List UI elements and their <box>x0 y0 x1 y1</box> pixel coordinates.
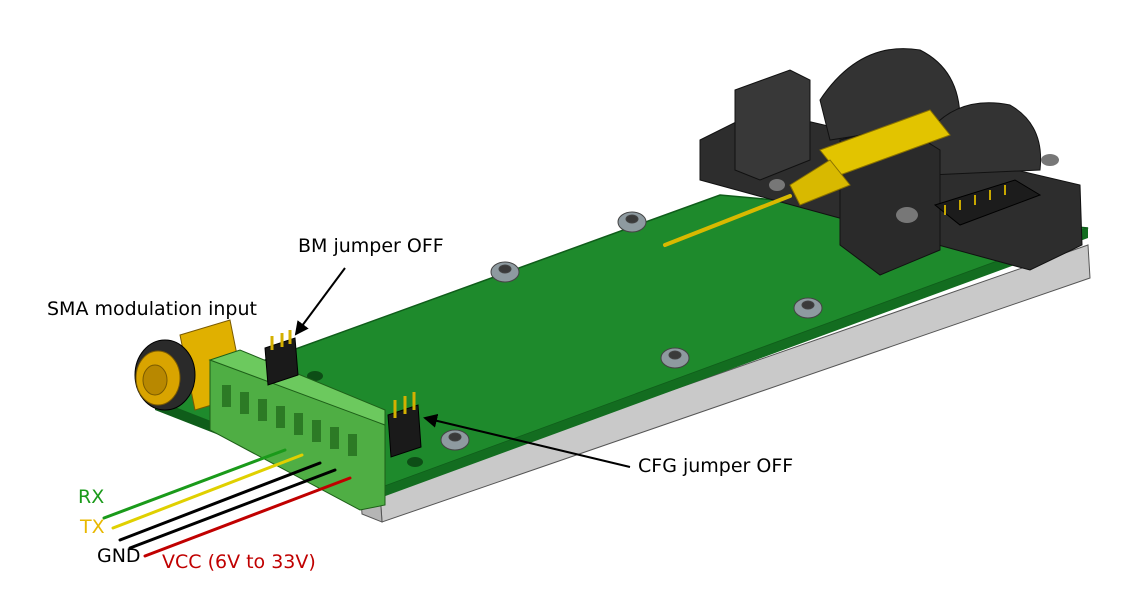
bm-jumper-label: BM jumper OFF <box>298 235 444 257</box>
vcc-label: VCC (6V to 33V) <box>162 551 316 573</box>
bm-arrow <box>294 267 346 336</box>
rx-label: RX <box>78 486 105 508</box>
rx-wire <box>102 448 287 520</box>
tx-wire <box>111 453 304 530</box>
vcc-wire <box>143 476 352 558</box>
terminal-block <box>208 349 386 511</box>
wires <box>102 448 352 558</box>
cfg-jumper-header <box>387 392 422 458</box>
gnd-label: GND <box>97 545 141 567</box>
gnd-wire <box>118 461 322 542</box>
laser-diode <box>663 109 951 247</box>
gnd-wire-2 <box>128 468 337 550</box>
tx-label: TX <box>80 516 105 538</box>
laser-holder <box>699 48 1083 276</box>
bm-jumper-header <box>264 330 299 386</box>
callout-arrows <box>294 267 631 468</box>
sma-input-label: SMA modulation input <box>47 298 257 320</box>
cfg-jumper-label: CFG jumper OFF <box>638 455 794 477</box>
mounting-screws <box>440 211 823 451</box>
board-holes <box>307 371 423 467</box>
cfg-arrow <box>423 413 631 468</box>
